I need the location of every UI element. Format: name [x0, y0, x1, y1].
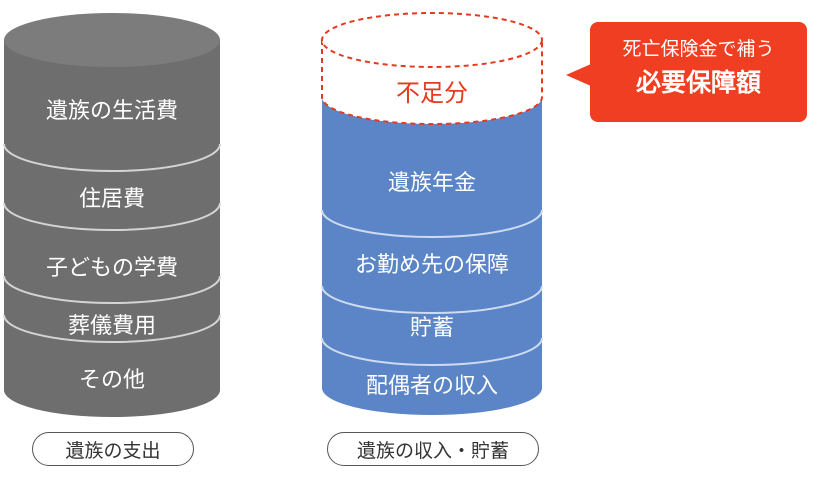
right-cylinder-body — [322, 97, 542, 415]
left-caption-pill: 遺族の支出 — [32, 432, 194, 466]
callout-line2: 必要保障額 — [635, 68, 761, 97]
left-segment-label: 子どもの学費 — [46, 256, 178, 281]
left-cylinder-top — [4, 13, 220, 67]
right-segment-label: 貯蓄 — [410, 316, 454, 341]
right-divider-2 — [321, 285, 543, 314]
right-segment-label: 配偶者の収入 — [366, 374, 498, 399]
left-segment-label: 遺族の生活費 — [46, 99, 178, 124]
left-segment-label: その他 — [79, 368, 145, 393]
right-caption-pill: 遺族の収入・貯蓄 — [327, 432, 539, 466]
left-segment-label: 住居費 — [79, 187, 145, 212]
left-divider-3 — [3, 275, 221, 304]
left-cylinder-body — [4, 40, 220, 417]
left-divider-2 — [3, 202, 221, 231]
right-segment-label: 遺族年金 — [388, 171, 476, 196]
callout-pointer — [566, 64, 591, 86]
right-gap-outline — [321, 40, 543, 125]
left-cylinder: 遺族の生活費 住居費 子どもの学費 葬儀費用 その他 — [3, 13, 221, 417]
right-segment-label: お勤め先の保障 — [355, 253, 509, 278]
right-gap-top-outline — [321, 12, 543, 68]
right-cylinder: 不足分 遺族年金 お勤め先の保障 貯蓄 配偶者の収入 — [321, 12, 543, 415]
left-segment-label: 葬儀費用 — [68, 314, 156, 339]
left-divider-4 — [3, 314, 221, 343]
right-divider-1 — [321, 209, 543, 238]
gap-label: 不足分 — [396, 79, 468, 107]
callout-box: 死亡保険金で補う 必要保障額 — [590, 22, 807, 122]
callout-line1: 死亡保険金で補う — [622, 38, 775, 60]
right-divider-3 — [321, 337, 543, 366]
left-divider-1 — [3, 143, 221, 172]
